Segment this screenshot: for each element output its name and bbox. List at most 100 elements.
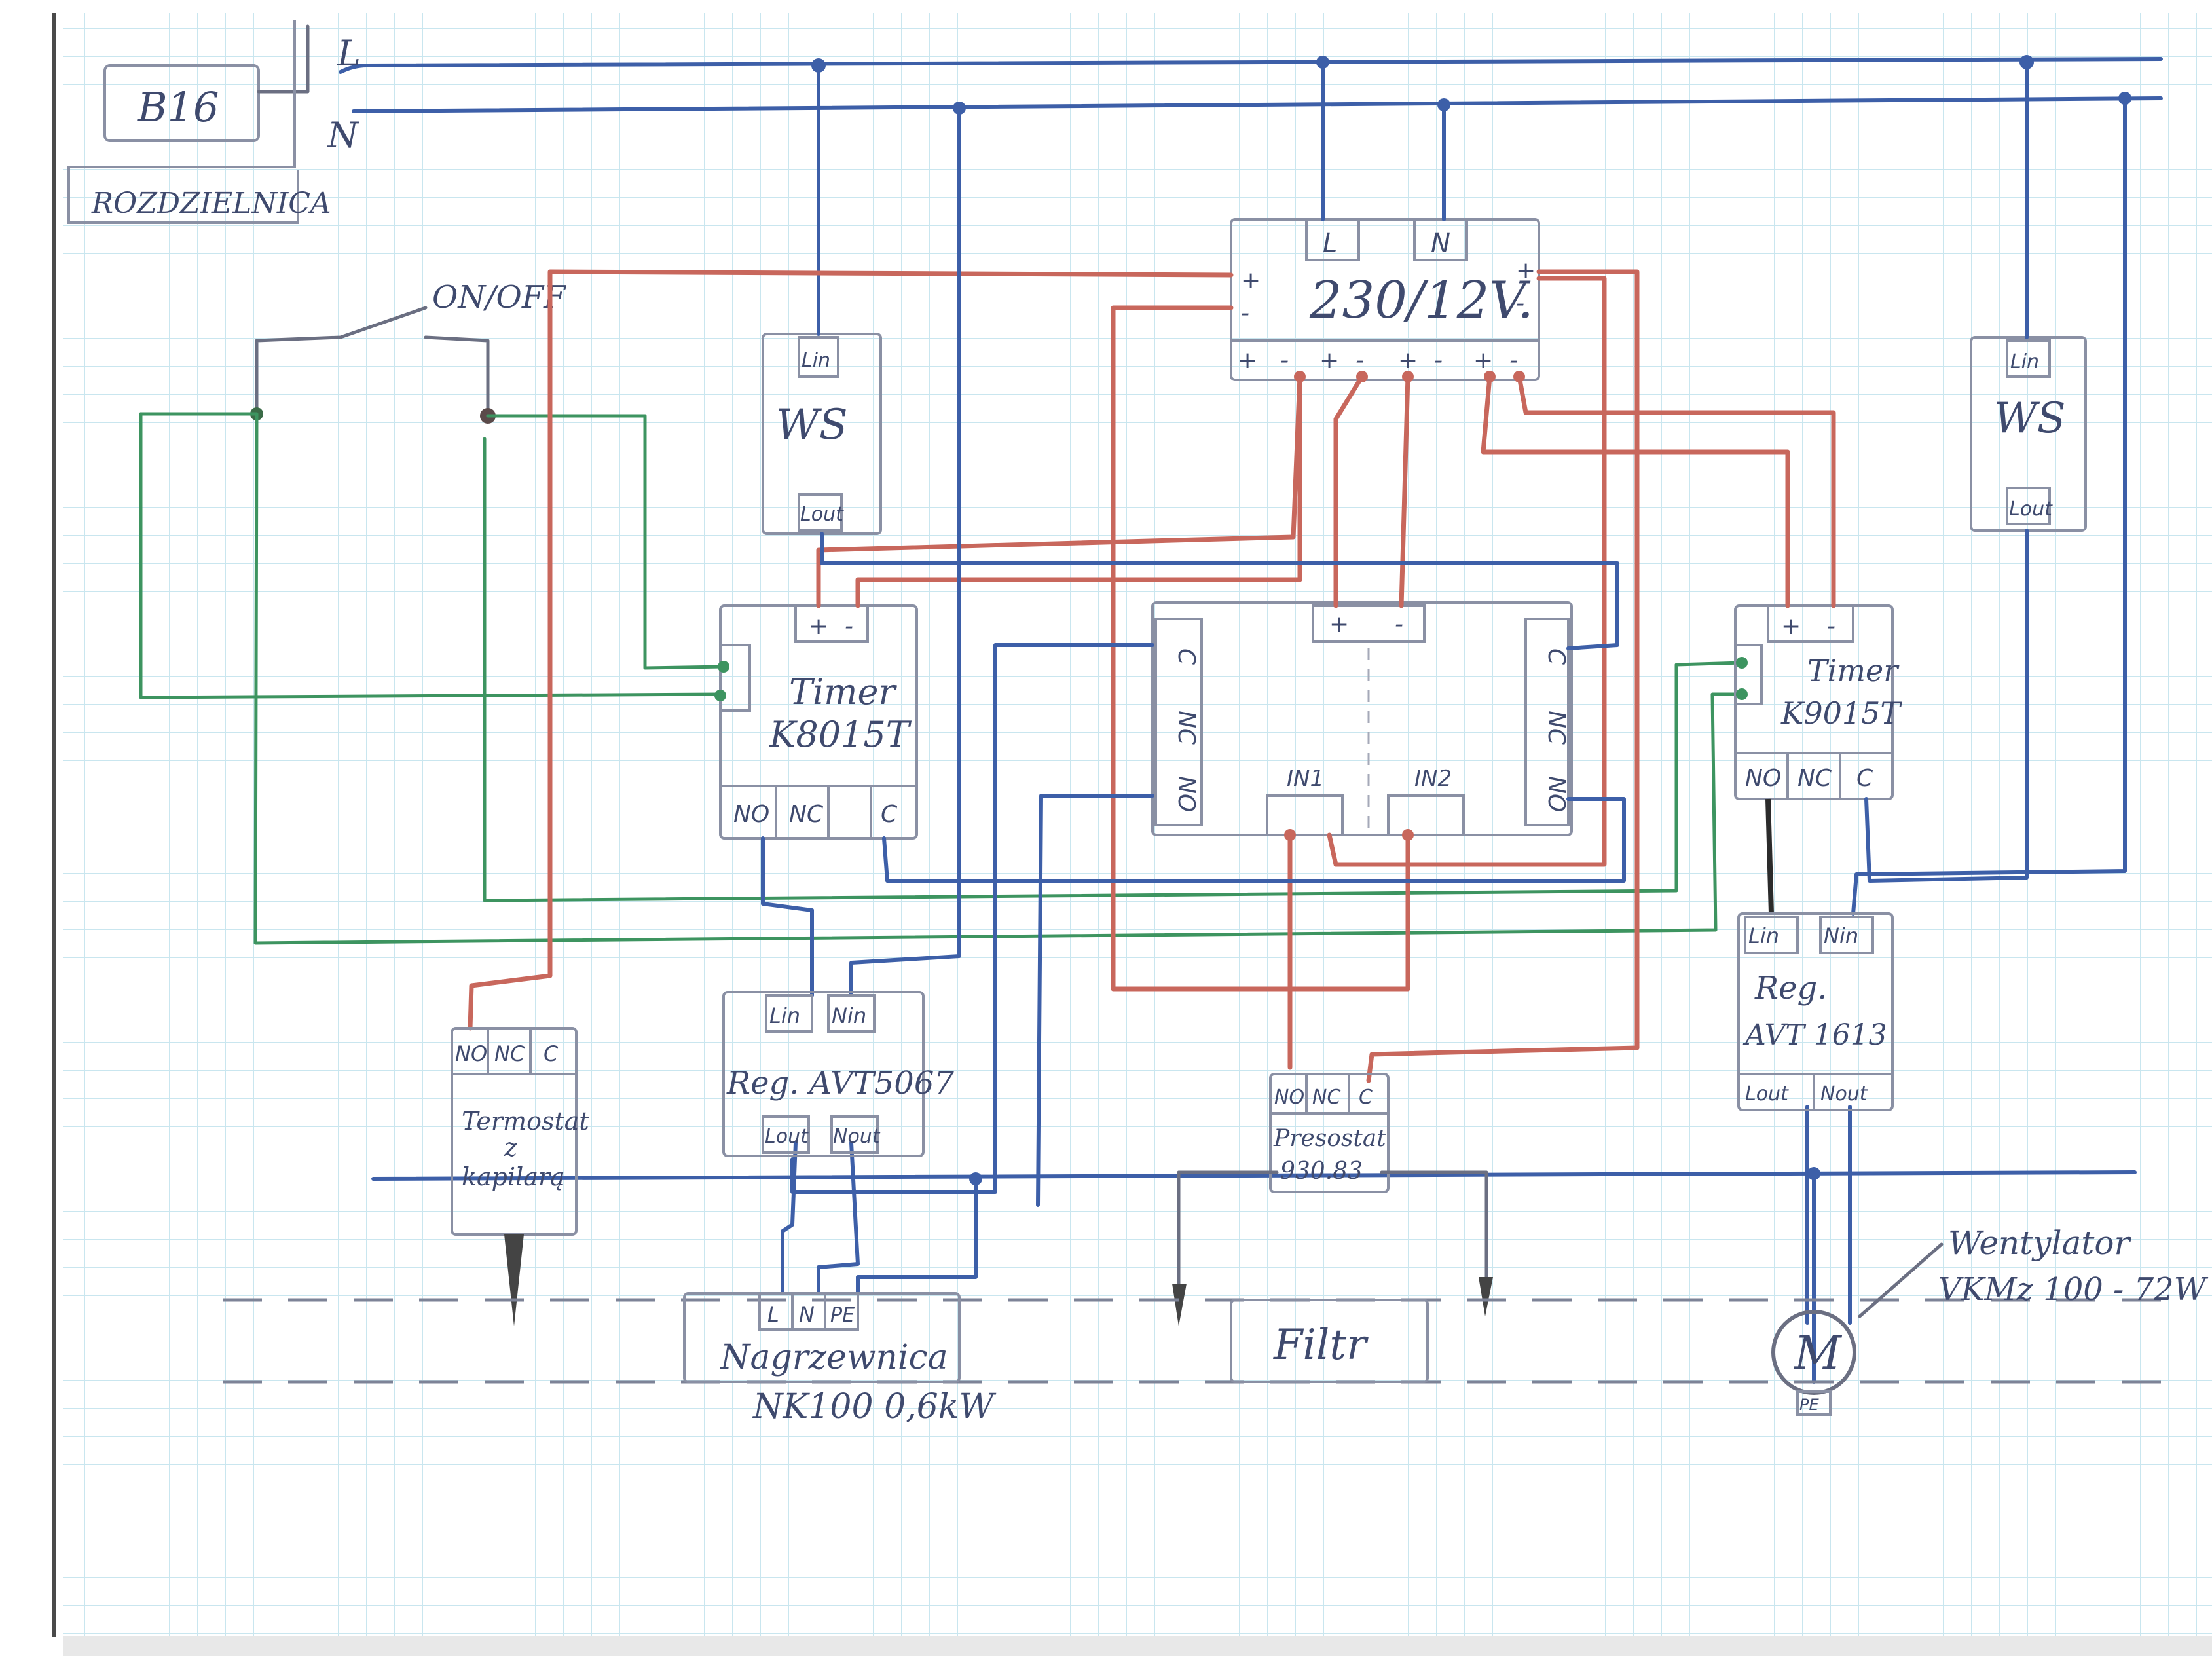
svg-text:Nin: Nin (832, 1003, 866, 1028)
red-timer-left-minus (855, 374, 1302, 608)
svg-text:C: C (1173, 648, 1200, 665)
svg-text:+: + (1516, 257, 1536, 284)
svg-text:Lout: Lout (800, 503, 844, 526)
svg-text:-: - (1509, 347, 1518, 374)
grid-paper (63, 13, 2212, 1636)
pe-bus-bottom (371, 1170, 2137, 1181)
thermostat-label-3: kapilarą (462, 1162, 565, 1191)
green-timer-right (483, 437, 1744, 902)
thermostat: NO NC C Termostat z kapilarą (451, 1027, 589, 1326)
green-wiring (139, 412, 1744, 945)
reg-left-body (722, 991, 925, 1157)
fan: M PE Wentylator VKMz 100 - 72W (1771, 1224, 2209, 1416)
svg-text:+: + (1781, 613, 1801, 640)
svg-text:C: C (1359, 1086, 1373, 1109)
line-n-bus (352, 96, 2163, 113)
svg-text:Nin: Nin (1824, 923, 1858, 948)
filter-body (1230, 1299, 1429, 1383)
ws-right-label: WS (1994, 394, 2066, 443)
blue-ws-left-to-relay-c (820, 532, 1619, 650)
svg-text:-: - (1516, 290, 1524, 317)
timer-right-label-1: Timer (1807, 653, 1900, 688)
junction-nodes (714, 92, 2131, 1185)
svg-text:Nout: Nout (1820, 1083, 1868, 1105)
breaker-box (103, 64, 260, 142)
ws-left: Lin Lout WS (762, 58, 882, 535)
red-in1-loop (1327, 276, 1607, 867)
pressostat-body (1269, 1073, 1390, 1193)
page-bottom-shadow (63, 1636, 2212, 1656)
pressostat-tube-left (1177, 1170, 1279, 1292)
svg-text:-: - (1355, 347, 1364, 374)
timer-left: + - Timer K8015T NO NC C (719, 604, 918, 840)
svg-text:NC: NC (1797, 765, 1832, 792)
svg-text:IN1: IN1 (1287, 766, 1324, 792)
timer-left-label-1: Timer (789, 671, 897, 713)
reg-right-label-2: AVT 1613 (1742, 1018, 1887, 1052)
green-switch-left-loop (139, 412, 1744, 945)
switch-label: ON/OFF (432, 279, 566, 316)
blue-timer-left-c (882, 797, 1626, 883)
red-psu-to-thermostat (468, 269, 1234, 1031)
red-psu-relay-minus (1399, 374, 1410, 608)
svg-text:NC: NC (1312, 1086, 1340, 1109)
psu-term-l-box (1305, 218, 1360, 261)
red-psu-to-pressostat-c (1366, 269, 1640, 1083)
svg-text:NO: NO (1274, 1086, 1304, 1109)
svg-text:NO: NO (733, 801, 769, 828)
ws-left-label: WS (776, 401, 848, 449)
svg-text:NC: NC (1173, 711, 1200, 745)
filter: Filtr (1230, 1299, 1429, 1383)
red-psu-timer-left (816, 374, 1302, 608)
reg-right-label-1: Reg. (1754, 970, 1828, 1007)
svg-text:+: + (1473, 347, 1493, 374)
svg-text:C: C (1856, 765, 1873, 792)
distribution-board: B16 ROZDZIELNICA L N (67, 20, 361, 224)
pressostat-tube-right (1380, 1170, 1488, 1279)
svg-text:+: + (1329, 611, 1349, 638)
line-l-bus (339, 57, 2163, 74)
blue-reg-lout-heater (781, 1141, 798, 1295)
line-n-label: N (326, 115, 359, 156)
svg-text:C: C (544, 1041, 559, 1066)
switch-lever-left (255, 306, 428, 416)
svg-text:N: N (799, 1302, 815, 1327)
fan-label-2: VKMz 100 - 72W (1938, 1271, 2209, 1308)
psu-body (1230, 218, 1540, 381)
reg-right-body (1737, 912, 1894, 1111)
svg-text:+: + (1319, 347, 1339, 374)
fan-label-1: Wentylator (1948, 1224, 2131, 1262)
black-timer-right-no-to-reg (1765, 798, 1774, 914)
svg-text:NO: NO (1173, 776, 1200, 812)
board-enclosure (67, 20, 299, 224)
svg-text:+: + (1241, 267, 1261, 294)
svg-text:NC: NC (494, 1041, 525, 1066)
reg-right: Lin Nin Reg. AVT 1613 Lout Nout (1737, 912, 1894, 1111)
svg-text:Lout: Lout (765, 1125, 809, 1148)
svg-text:Lin: Lin (2010, 350, 2039, 373)
blue-wiring (761, 96, 2127, 1384)
blue-relay-no (1036, 794, 1154, 1207)
psu-230-12v: L N 230/12V. + - + - + - + - + - + - (1230, 56, 1540, 381)
svg-text:+: + (1398, 347, 1418, 374)
filter-label: Filtr (1273, 1321, 1369, 1369)
svg-text:PE: PE (830, 1304, 855, 1327)
board-title: ROZDZIELNICA (91, 187, 331, 220)
svg-text:+: + (809, 613, 828, 640)
blue-n-to-reg-left (849, 106, 961, 997)
svg-text:Lin: Lin (769, 1003, 800, 1028)
svg-text:NO: NO (455, 1041, 487, 1066)
relay-module-body (1151, 601, 1573, 836)
pressostat: NO NC C Presostat 930.83 (1172, 1073, 1493, 1326)
mains-bus (339, 57, 2163, 1181)
svg-text:Lout: Lout (1745, 1083, 1789, 1105)
svg-text:-: - (1827, 613, 1835, 640)
on-off-switch: ON/OFF (250, 279, 566, 424)
svg-text:+: + (1238, 347, 1257, 374)
thermostat-label-2: z (504, 1133, 518, 1162)
svg-text:-: - (1434, 347, 1443, 374)
pressostat-label-2: 930.83 (1280, 1158, 1363, 1185)
svg-text:-: - (845, 613, 853, 640)
svg-text:IN2: IN2 (1414, 766, 1452, 792)
switch-lever-right (424, 335, 490, 416)
